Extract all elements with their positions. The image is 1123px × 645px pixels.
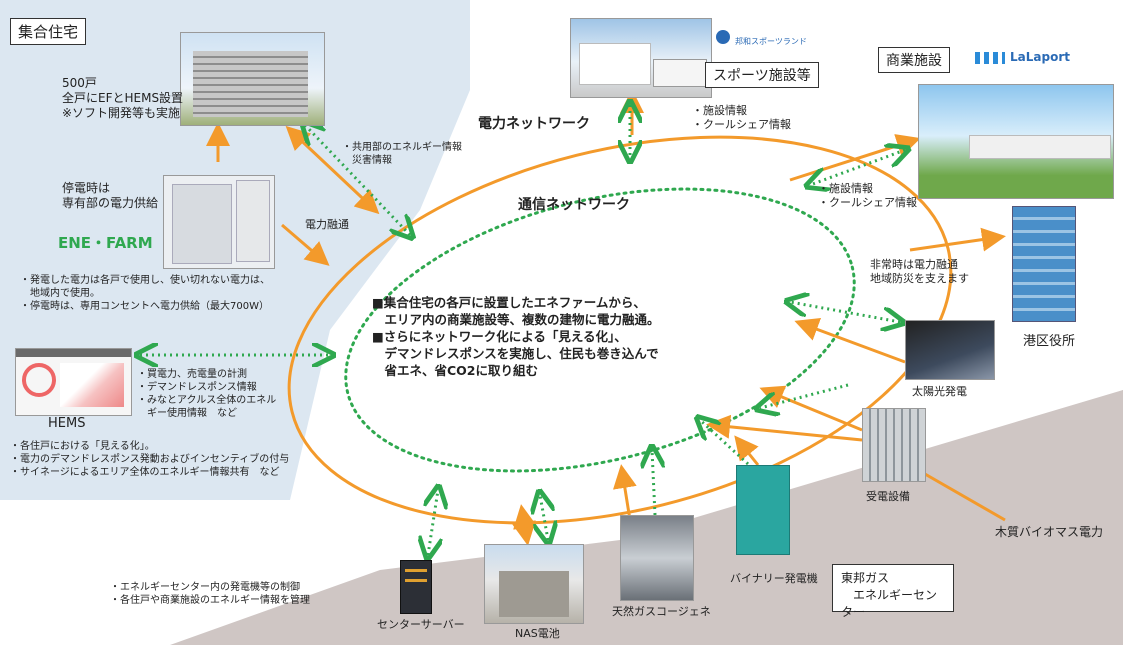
arrow-solar [794,318,906,364]
comm-network-label: 通信ネットワーク [518,197,630,213]
comm-cogen [652,450,655,516]
apartment-photo [180,32,325,126]
sports-logo-icon [716,30,730,44]
biomass-label: 木質バイオマス電力 [995,525,1104,539]
comm-network-ring [344,187,856,473]
power-share-label: 電力融通 [305,218,349,231]
binary-generator-photo [736,465,790,555]
apartment-outage-note: 停電時は 専有部の電力供給 [62,181,159,210]
solar-panel-photo [905,320,995,380]
arrow-substation-2 [706,414,863,442]
power-network-label: 電力ネットワーク [478,116,590,132]
lalaport-logo: LaLaport [1010,50,1070,64]
comm-binary [700,420,750,466]
cogen-photo [620,515,694,601]
substation-photo [862,408,926,482]
nas-battery-photo [484,544,584,624]
arrow-ward [909,227,1006,252]
arrow-cogen [612,464,637,521]
line-biomass [917,468,1006,522]
server-label: センターサーバー [377,618,465,631]
cogen-label: 天然ガスコージェネ [612,605,711,618]
comm-nas [540,495,548,540]
hems-notes: ・各住戸における「見える化」。 ・電力のデマンドレスポンス発動およびインセンティ… [10,441,290,478]
center-server-photo [400,560,432,614]
enefarm-logo: ENE・FARM [58,234,153,252]
lalaport-logo-icon [975,52,1005,64]
power-network-ring [287,135,953,525]
sports-facility-photo [570,18,712,98]
commercial-info: ・施設情報 ・クールシェア情報 [818,182,917,209]
comm-commercial [810,150,905,185]
hems-info-label: ・買電力、売電量の計測 ・デマンドレスポンス情報 ・みなとアクルス全体のエネル … [137,369,277,419]
binary-label: バイナリー発電機 [730,572,818,585]
energy-center-title: 東邦ガス エネルギーセンター [832,564,954,619]
nas-label: NAS電池 [515,627,560,640]
enefarm-unit-photo [163,175,275,269]
ward-label: 港区役所 [1023,334,1076,349]
comm-ward [790,302,900,322]
arrow-nas [512,504,537,546]
comm-server [428,490,438,555]
ward-office-building [1012,206,1076,322]
apartment-count: 500戸 全戸にEFとHEMS設置 ※ソフト開発等も実施 [62,76,184,120]
center-description: ■集合住宅の各戸に設置したエネファームから、 エリア内の商業施設等、複数の建物に… [372,295,660,378]
comm-apartment [305,125,410,235]
arrow-substation-1 [759,385,863,432]
substation-label: 受電設備 [866,490,910,503]
common-info-label: ・共用部のエネルギー情報 災害情報 [342,142,462,166]
commercial-photo [918,84,1114,199]
solar-label: 太陽光発電 [912,385,967,398]
sports-info: ・施設情報 ・クールシェア情報 [692,104,791,131]
server-notes: ・エネルギーセンター内の発電機等の制御 ・各住戸や商業施設のエネルギー情報を管理 [110,582,310,606]
apartment-title: 集合住宅 [10,18,87,45]
sports-logo: 邦和スポーツランド [735,37,807,46]
ward-note: 非常時は電力融通 地域防災を支えます [870,258,969,285]
enefarm-notes: ・発電した電力は各戸で使用し、使い切れない電力は、 地域内で使用。 ・停電時は、… [20,275,270,312]
hems-label: HEMS [48,416,86,431]
commercial-title: 商業施設 [878,47,950,73]
hems-screen-photo [15,348,132,416]
sports-title: スポーツ施設等 [705,62,819,88]
arrow-binary [734,435,760,466]
arrow-enefarm-ring [281,223,330,266]
